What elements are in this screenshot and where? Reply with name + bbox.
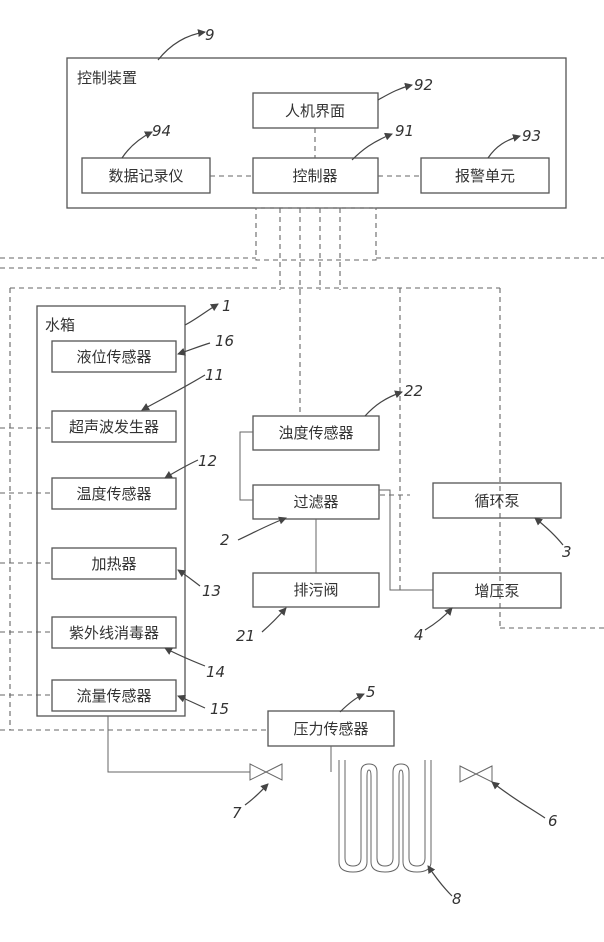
valve-left-symbol bbox=[250, 764, 282, 780]
valve-right-symbol bbox=[460, 766, 492, 782]
ref-8: 8 bbox=[452, 890, 462, 908]
ref-7: 7 bbox=[232, 804, 242, 822]
heater-label: 加热器 bbox=[91, 555, 136, 573]
leader-12 bbox=[165, 460, 198, 478]
leader-92 bbox=[378, 85, 412, 100]
booster-pump: 增压泵 4 bbox=[414, 573, 561, 644]
ref-21: 21 bbox=[236, 627, 255, 645]
pressure-sensor: 压力传感器 5 bbox=[268, 683, 394, 746]
booster-pump-label: 增压泵 bbox=[474, 582, 519, 600]
hmi-label: 人机界面 bbox=[285, 102, 345, 120]
ref-91: 91 bbox=[395, 122, 414, 140]
controller-label: 控制器 bbox=[292, 167, 337, 185]
ref-2: 2 bbox=[220, 531, 230, 549]
signal-bundle bbox=[0, 208, 604, 730]
leader-2 bbox=[238, 518, 286, 540]
outlet-piping: 7 6 8 bbox=[108, 716, 558, 908]
ref-14: 14 bbox=[206, 663, 225, 681]
ref-93: 93 bbox=[522, 127, 541, 145]
leader-1 bbox=[185, 304, 218, 325]
circulation-pump-label: 循环泵 bbox=[474, 492, 519, 510]
leader-11 bbox=[142, 375, 205, 410]
ultrasonic-generator-label: 超声波发生器 bbox=[69, 418, 159, 436]
leader-9 bbox=[158, 32, 205, 60]
coil-pipe-outer bbox=[345, 760, 425, 866]
pipe-tank-outlet bbox=[108, 716, 250, 772]
leader-94 bbox=[122, 132, 152, 158]
data-recorder-label: 数据记录仪 bbox=[108, 167, 183, 185]
ref-4: 4 bbox=[414, 626, 424, 644]
leader-13 bbox=[178, 570, 200, 586]
pipe-turbidity-filter bbox=[240, 432, 253, 500]
coil-pipe-inner bbox=[339, 760, 431, 872]
ref-9: 9 bbox=[205, 26, 215, 44]
leader-7 bbox=[245, 784, 268, 805]
uv-sterilizer-label: 紫外线消毒器 bbox=[69, 624, 159, 642]
drain-valve-label: 排污阀 bbox=[293, 581, 338, 599]
control-device-frame bbox=[67, 58, 566, 208]
filter-label: 过滤器 bbox=[293, 493, 338, 511]
signal-bus-box bbox=[256, 208, 376, 260]
leader-6 bbox=[492, 782, 545, 818]
water-tank-title: 水箱 bbox=[45, 316, 75, 334]
leader-5 bbox=[340, 694, 364, 712]
pipe-filter-booster bbox=[379, 490, 433, 590]
leader-93 bbox=[488, 136, 520, 158]
leader-15 bbox=[178, 696, 205, 708]
leader-22 bbox=[365, 392, 402, 416]
level-sensor-label: 液位传感器 bbox=[76, 348, 151, 366]
control-device: 控制装置 9 人机界面 92 控制器 91 数据记录仪 94 报警单元 93 bbox=[67, 26, 566, 208]
pressure-sensor-label: 压力传感器 bbox=[293, 720, 368, 738]
ref-94: 94 bbox=[152, 122, 171, 140]
turbidity-sensor-label: 浊度传感器 bbox=[278, 424, 353, 442]
ref-1: 1 bbox=[222, 297, 232, 315]
control-device-title: 控制装置 bbox=[77, 69, 137, 87]
temperature-sensor-label: 温度传感器 bbox=[76, 485, 151, 503]
leader-21 bbox=[262, 608, 286, 632]
circulation-pump: 循环泵 3 bbox=[433, 483, 572, 561]
ref-92: 92 bbox=[414, 76, 433, 94]
ref-13: 13 bbox=[202, 582, 221, 600]
ref-12: 12 bbox=[198, 452, 217, 470]
leader-3 bbox=[535, 518, 563, 545]
leader-8 bbox=[428, 866, 452, 896]
flow-sensor-label: 流量传感器 bbox=[76, 687, 151, 705]
leader-91 bbox=[352, 134, 392, 160]
leader-4 bbox=[425, 608, 452, 630]
ref-6: 6 bbox=[548, 812, 558, 830]
ref-22: 22 bbox=[404, 382, 423, 400]
ref-5: 5 bbox=[366, 683, 376, 701]
leader-16 bbox=[178, 343, 210, 354]
ref-3: 3 bbox=[562, 543, 572, 561]
filter-unit: 浊度传感器 22 过滤器 2 排污阀 21 bbox=[220, 382, 433, 645]
ref-15: 15 bbox=[210, 700, 229, 718]
ref-11: 11 bbox=[205, 366, 224, 384]
alarm-unit-label: 报警单元 bbox=[455, 167, 515, 185]
water-tank-frame bbox=[37, 306, 185, 716]
water-tank: 水箱 1 液位传感器 16 超声波发生器 11 温度传感器 12 加热器 13 … bbox=[37, 297, 234, 718]
ref-16: 16 bbox=[215, 332, 234, 350]
